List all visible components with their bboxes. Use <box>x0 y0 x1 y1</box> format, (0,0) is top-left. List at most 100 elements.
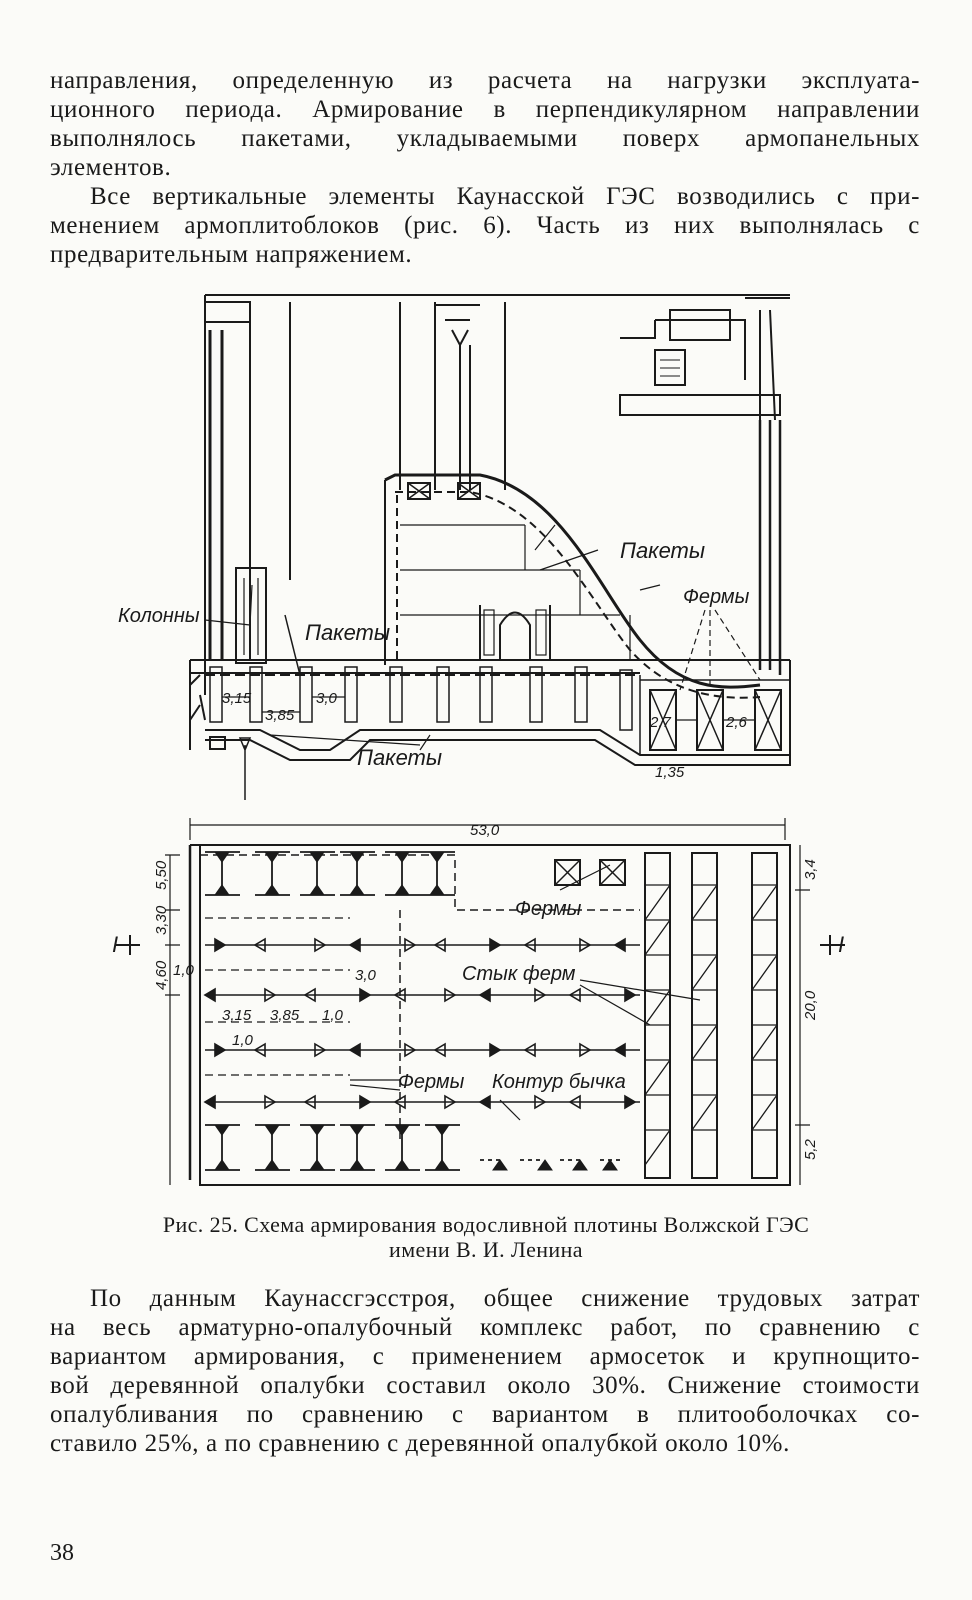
plan-triangle-mark <box>309 1124 325 1136</box>
plan-arrow-mark <box>624 1094 637 1110</box>
plan-arrow-mark <box>523 937 536 953</box>
plan-arrow-mark <box>264 1094 277 1110</box>
text-line: вариантом армирования, с применением арм… <box>50 1343 920 1370</box>
section-mark-right: I <box>838 932 844 957</box>
paragraph-2: Все вертикальные элементы Каунасской ГЭС… <box>50 182 920 269</box>
plan-triangle-mark <box>214 1124 230 1136</box>
dim-inner-3-15: 3,15 <box>222 1007 252 1024</box>
plan-triangle-mark <box>349 1124 365 1136</box>
plan-arrow-mark <box>568 1094 581 1110</box>
plan-arrow-mark <box>489 1042 502 1058</box>
text-line: ционного периода. Армирование в перпенди… <box>50 96 920 123</box>
section-mark-left: I <box>112 932 118 957</box>
dim-5-2: 5,2 <box>802 1138 819 1160</box>
plan-triangle-mark <box>394 884 410 896</box>
plan-arrow-mark <box>444 987 457 1003</box>
text-line: менением армоплитоблоков (рис. 6). Часть… <box>50 212 920 239</box>
text-line: выполнялось пакетами, укладываемыми пове… <box>50 125 920 152</box>
label-pakety-top: Пакеты <box>620 538 705 563</box>
caption-line-2: имени В. И. Ленина <box>389 1237 583 1262</box>
label-kolonny: Колонны <box>118 605 200 627</box>
text-line: По данным Каунассгэсстроя, общее снижени… <box>90 1285 920 1312</box>
plan-triangle-mark <box>309 851 325 863</box>
plan-arrow-mark <box>404 1042 417 1058</box>
dim-20-0: 20,0 <box>802 990 819 1021</box>
plan-truss-bands <box>644 852 778 1179</box>
plan-arrow-mark <box>393 987 406 1003</box>
plan-triangle-mark <box>434 1159 450 1171</box>
plan-arrow-mark <box>523 1042 536 1058</box>
plan-triangle-mark <box>394 851 410 863</box>
plan-arrow-mark <box>314 1042 327 1058</box>
plan-arrow-mark <box>433 1042 446 1058</box>
plan-arrow-mark <box>359 1094 372 1110</box>
plan-triangle-mark <box>309 884 325 896</box>
text-line: Все вертикальные элементы Каунасской ГЭС… <box>90 183 920 210</box>
plan-top-row <box>205 851 455 896</box>
text-line: элементов. <box>50 154 172 181</box>
section-view <box>189 294 791 800</box>
plan-arrow-mark <box>314 937 327 953</box>
plan-arrow-mark <box>624 987 637 1003</box>
plan-triangle-mark <box>537 1159 553 1171</box>
plan-arrow-mark <box>433 937 446 953</box>
plan-triangle-mark <box>349 1159 365 1171</box>
plan-triangle-mark <box>572 1159 588 1171</box>
dim-3-0: 3,0 <box>316 690 338 707</box>
plan-triangle-mark <box>602 1159 618 1171</box>
plan-triangle-mark <box>214 884 230 896</box>
page-number: 38 <box>50 1540 74 1566</box>
plan-arrow-mark <box>393 1094 406 1110</box>
text-line: предварительным напряжением. <box>50 241 413 268</box>
plan-triangle-mark <box>429 851 445 863</box>
dim-5-50: 5,50 <box>153 860 170 890</box>
dim-3-15: 3,15 <box>222 690 252 707</box>
plan-arrow-mark <box>534 987 547 1003</box>
plan-triangle-mark <box>349 884 365 896</box>
caption-line-1: Рис. 25. Схема армирования водосливной п… <box>162 1212 810 1237</box>
dim-inner-3-85: 3,85 <box>270 1007 300 1024</box>
plan-triangle-mark <box>394 1124 410 1136</box>
plan-arrow-mark <box>303 987 316 1003</box>
plan-arrow-mark <box>478 1094 491 1110</box>
dim-inner-1-0: 1,0 <box>173 962 195 979</box>
plan-arrow-mark <box>568 987 581 1003</box>
plan-triangle-mark <box>264 1124 280 1136</box>
text-line: опалубливания по сравнению с вариантом в… <box>50 1401 920 1428</box>
paragraph-1: направления, определенную из расчета на … <box>50 66 920 182</box>
plan-bottom-row <box>205 1124 620 1171</box>
plan-arrow-mark <box>613 1042 626 1058</box>
plan-triangle-mark <box>309 1159 325 1171</box>
plan-triangle-mark <box>214 1159 230 1171</box>
label-pakety-bottom: Пакеты <box>357 745 442 770</box>
dim-1-35: 1,35 <box>655 764 685 781</box>
plan-arrow-mark <box>264 987 277 1003</box>
plan-arrow-mark <box>489 937 502 953</box>
plan-triangle-mark <box>264 884 280 896</box>
label-fermy-plan: Фермы <box>515 898 582 920</box>
label-pakety-mid: Пакеты <box>305 620 390 645</box>
dim-inner-3-0: 3,0 <box>355 967 377 984</box>
label-fermy-plan-bottom: Фермы <box>398 1071 465 1093</box>
dim-inner-1-0c: 1,0 <box>232 1032 254 1049</box>
label-styk-ferm: Стык ферм <box>462 963 576 985</box>
plan-arrow-mark <box>303 1094 316 1110</box>
plan-arrow-mark <box>214 937 227 953</box>
plan-arrow-mark <box>214 1042 227 1058</box>
dim-2-7: 2,7 <box>649 714 672 731</box>
plan-arrow-mark <box>203 987 216 1003</box>
plan-triangle-mark <box>394 1159 410 1171</box>
dim-3-4: 3,4 <box>802 859 819 880</box>
figure-caption: Рис. 25. Схема армирования водосливной п… <box>0 1212 972 1262</box>
plan-triangle-mark <box>264 1159 280 1171</box>
plan-arrow-mark <box>534 1094 547 1110</box>
dim-53-0: 53,0 <box>470 822 500 839</box>
plan-arrow-mark <box>348 937 361 953</box>
text-line: вой деревянной опалубки составил около 3… <box>50 1372 920 1399</box>
plan-arrow-mark <box>253 1042 266 1058</box>
dim-4-60: 4,60 <box>153 960 170 990</box>
plan-marks <box>203 851 637 1171</box>
plan-arrow-mark <box>404 937 417 953</box>
dim-2-6: 2,6 <box>725 714 748 731</box>
plan-arrow-mark <box>478 987 491 1003</box>
